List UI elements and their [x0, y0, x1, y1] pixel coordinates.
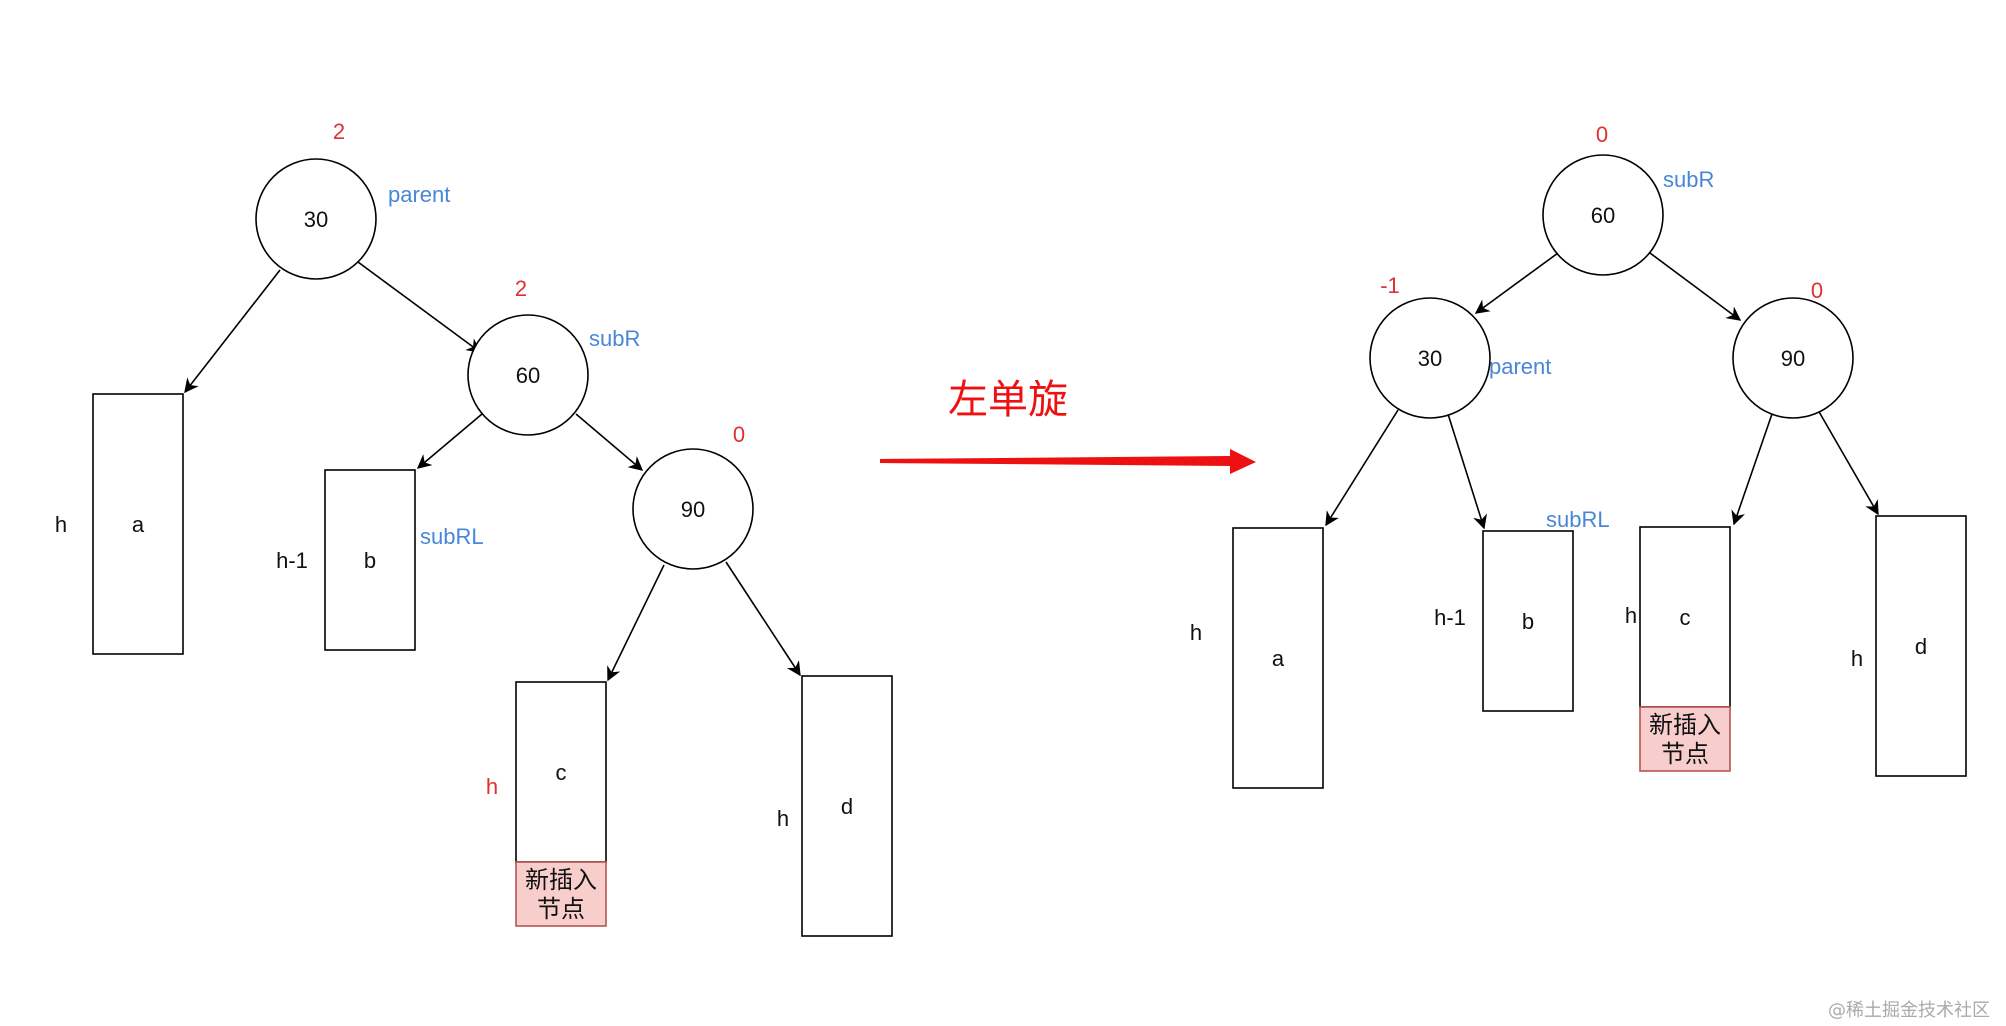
edge-30-a: [184, 269, 281, 394]
before-bf-90: 0: [733, 422, 745, 447]
after-bf-30: -1: [1380, 273, 1400, 298]
box-label: b: [364, 548, 376, 573]
edge-90-d: [1817, 409, 1879, 516]
before-box-d: d: [801, 675, 893, 937]
before-box-b: b: [324, 469, 416, 651]
insert-line-2: 节点: [1661, 740, 1709, 768]
after-height-d: h: [1851, 646, 1863, 671]
edge-90-c: [1731, 413, 1773, 526]
box-label: a: [1272, 646, 1285, 671]
after-box-d: d: [1875, 515, 1967, 777]
edge-30-b: [1447, 413, 1487, 530]
watermark: @稀土掘金技术社区: [1828, 1000, 1990, 1021]
after-node-30: 30: [1369, 297, 1491, 419]
before-height-d: h: [777, 806, 789, 831]
before-node-60: 60: [467, 314, 589, 436]
after-height-b: h-1: [1434, 605, 1466, 630]
box-label: c: [556, 760, 567, 785]
node-value: 90: [681, 497, 705, 522]
box-label: d: [841, 794, 853, 819]
insert-line-1: 新插入: [1649, 711, 1721, 739]
edge-60-30: [1474, 252, 1559, 314]
after-role-subRL: subRL: [1546, 507, 1610, 532]
box-label: b: [1522, 609, 1534, 634]
after-role-parent: parent: [1489, 354, 1551, 379]
node-value: 30: [304, 207, 328, 232]
box-label: a: [132, 512, 145, 537]
before-role-parent: parent: [388, 182, 450, 207]
edge-90-c: [607, 564, 665, 682]
node-value: 90: [1781, 346, 1805, 371]
node-value: 60: [516, 363, 540, 388]
after-tree: 60 0 subR 30 -1 parent 90 0 a h b h-1 su…: [1190, 122, 1967, 789]
rotation-arrow: [880, 449, 1256, 474]
after-node-90: 90: [1732, 297, 1854, 419]
after-box-c: c: [1639, 526, 1731, 708]
edge-30-60: [357, 261, 482, 353]
before-insert-node: 新插入 节点: [515, 861, 607, 927]
edge-60-90: [1649, 252, 1742, 321]
after-box-b: b: [1482, 530, 1574, 712]
before-height-b: h-1: [276, 548, 308, 573]
edge-60-b: [416, 413, 483, 469]
before-bf-30: 2: [333, 119, 345, 144]
edge-60-90: [575, 413, 644, 471]
after-node-60: 60: [1542, 154, 1664, 276]
node-value: 30: [1418, 346, 1442, 371]
before-tree: 30 2 parent 60 2 subR 90 0 a h b h-1 sub…: [55, 119, 893, 937]
before-node-30: 30: [255, 158, 377, 280]
after-insert-node: 新插入 节点: [1639, 706, 1731, 772]
node-value: 60: [1591, 203, 1615, 228]
box-label: c: [1680, 605, 1691, 630]
after-height-a: h: [1190, 620, 1202, 645]
before-bf-60: 2: [515, 276, 527, 301]
after-box-a: a: [1232, 527, 1324, 789]
rotation-label: 左单旋: [948, 377, 1068, 423]
before-box-a: a: [92, 393, 184, 655]
box-label: d: [1915, 634, 1927, 659]
edge-90-d: [725, 561, 801, 677]
after-role-subR: subR: [1663, 167, 1714, 192]
after-height-c: h: [1625, 603, 1637, 628]
before-height-a: h: [55, 512, 67, 537]
before-box-c: c: [515, 681, 607, 863]
insert-line-2: 节点: [537, 895, 585, 923]
before-height-c: h: [486, 774, 498, 799]
after-bf-90: 0: [1811, 278, 1823, 303]
before-role-subRL: subRL: [420, 524, 484, 549]
before-node-90: 90: [632, 448, 754, 570]
edge-30-a: [1325, 409, 1399, 527]
after-bf-60: 0: [1596, 122, 1608, 147]
insert-line-1: 新插入: [525, 866, 597, 894]
before-role-subR: subR: [589, 326, 640, 351]
